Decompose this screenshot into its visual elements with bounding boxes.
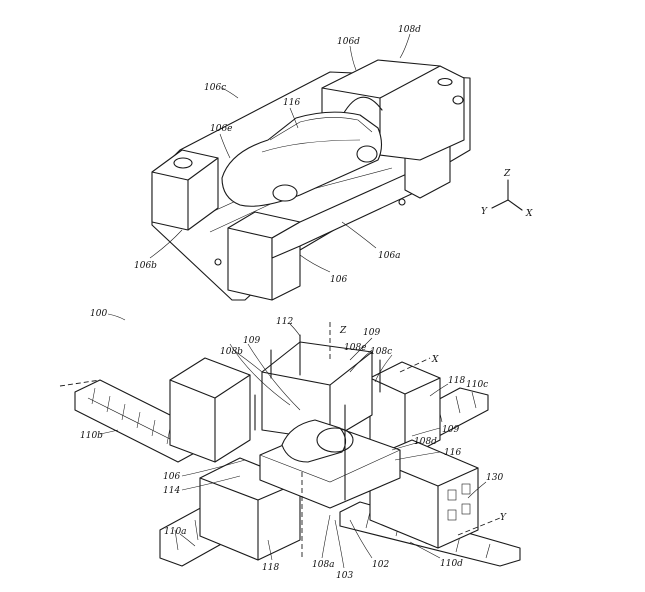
label-108b: 108b bbox=[220, 347, 243, 357]
label-109-right: 109 bbox=[442, 425, 459, 435]
label-106b: 106b bbox=[134, 261, 157, 271]
axis-y-label: Y bbox=[481, 207, 488, 217]
top-fixture-figure bbox=[149, 33, 523, 301]
label-106e: 106e bbox=[210, 124, 233, 134]
label-106c: 106c bbox=[204, 83, 226, 93]
label-110b: 110b bbox=[80, 431, 103, 441]
axis-z-bottom-label: Z bbox=[339, 326, 347, 336]
label-110d: 110d bbox=[440, 559, 463, 569]
label-100: 100 bbox=[90, 309, 107, 319]
label-108d: 108d bbox=[414, 437, 437, 447]
label-109-left: 109 bbox=[243, 336, 260, 346]
label-106d: 106d bbox=[337, 37, 360, 47]
axis-y-bottom-label: Y bbox=[500, 513, 507, 523]
label-108c: 108c bbox=[370, 347, 392, 357]
label-110c: 110c bbox=[466, 380, 488, 390]
label-112: 112 bbox=[276, 317, 293, 327]
label-108d: 108d bbox=[398, 25, 421, 35]
bottom-assembly-figure bbox=[59, 313, 521, 569]
label-116: 116 bbox=[283, 98, 300, 108]
label-108e: 108e bbox=[344, 343, 367, 353]
label-103: 103 bbox=[336, 571, 353, 581]
label-106: 106 bbox=[163, 472, 180, 482]
label-106: 106 bbox=[330, 275, 347, 285]
label-110a: 110a bbox=[164, 527, 187, 537]
label-118-right: 118 bbox=[448, 376, 465, 386]
axis-z-label: Z bbox=[503, 169, 511, 179]
label-118-bottom: 118 bbox=[262, 563, 279, 573]
label-106a: 106a bbox=[378, 251, 401, 261]
axis-x-label: X bbox=[525, 209, 533, 219]
label-109-top: 109 bbox=[363, 328, 380, 338]
axis-x-bottom-label: X bbox=[431, 355, 439, 365]
label-130: 130 bbox=[486, 473, 503, 483]
label-108a: 108a bbox=[312, 560, 335, 570]
label-114: 114 bbox=[163, 486, 180, 496]
label-102: 102 bbox=[372, 560, 389, 570]
label-116: 116 bbox=[444, 448, 461, 458]
